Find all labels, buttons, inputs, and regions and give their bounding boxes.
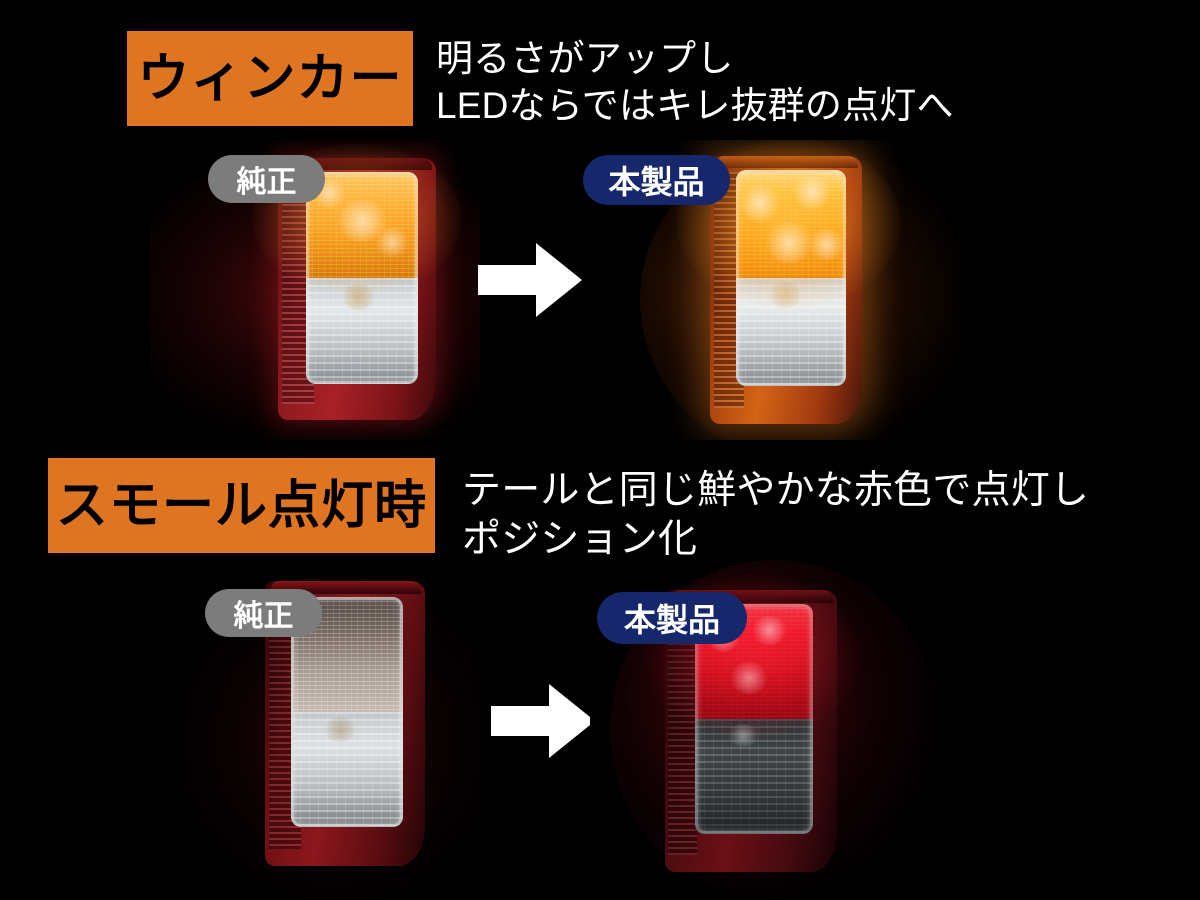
- reflector-center: [324, 716, 356, 742]
- right-arrow-icon: [478, 243, 582, 317]
- lens-chrome-rim: [291, 597, 403, 827]
- lamp-side-ribs: [668, 606, 698, 856]
- reflector-center: [341, 284, 376, 310]
- lens-chrome-rim: [695, 604, 813, 834]
- label-product-winker: 本製品: [583, 155, 730, 205]
- lamp-lens: [291, 597, 403, 827]
- bulb-hotspot: [375, 227, 410, 257]
- tail-lamp-product-winker: [676, 140, 901, 424]
- label-text: 純正: [236, 166, 297, 199]
- section-description-winker: 明るさがアップし LEDならではキレ抜群の点灯へ: [436, 38, 954, 126]
- label-product-small-light: 本製品: [597, 592, 747, 644]
- label-oem-small-light: 純正: [205, 589, 322, 637]
- clear-reflector-lens: [695, 719, 813, 834]
- lens-chrome-rim: [736, 170, 846, 386]
- label-text: 純正: [233, 600, 294, 633]
- right-arrow-icon: [491, 684, 595, 758]
- section-badge-winker: ウィンカー: [127, 31, 413, 126]
- led-hotspot: [730, 661, 769, 694]
- tail-lamp-oem-small-light: [265, 581, 425, 866]
- label-text: 本製品: [608, 164, 705, 200]
- reflector-center: [728, 723, 759, 747]
- clear-reflector-lens: [291, 712, 403, 827]
- clear-reflector-lens: [306, 278, 418, 384]
- lamp-lens: [736, 170, 846, 386]
- lamp-top-trim: [716, 156, 858, 168]
- section-badge-small-light: スモール点灯時: [48, 458, 435, 553]
- turn-signal-lens-unlit: [291, 597, 403, 712]
- section-description-small-light: テールと同じ鮮やかな赤色で点灯し ポジション化: [462, 469, 1090, 562]
- lamp-lens: [306, 172, 418, 384]
- label-oem-winker: 純正: [208, 155, 325, 203]
- label-text: 本製品: [623, 602, 720, 638]
- lens-chrome-rim: [306, 172, 418, 384]
- section-badge-small-light-label: スモール点灯時: [55, 476, 428, 535]
- led-hotspot: [751, 615, 788, 646]
- section-badge-winker-label: ウィンカー: [137, 49, 403, 108]
